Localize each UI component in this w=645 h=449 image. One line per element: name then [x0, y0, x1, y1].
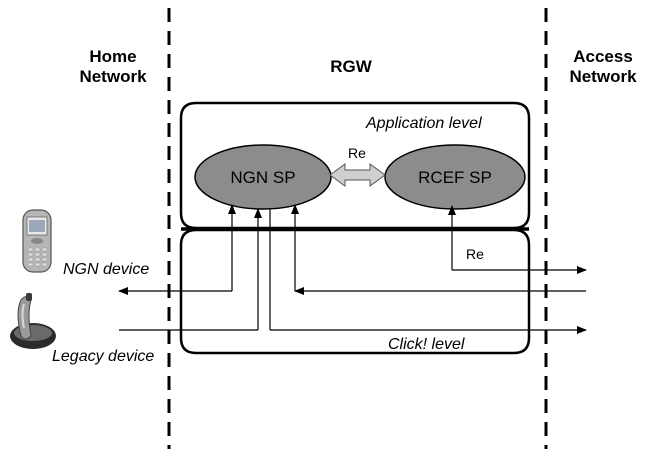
ngn-sp-label: NGN SP: [230, 168, 295, 187]
click-level-label: Click! level: [388, 336, 465, 353]
legacy-device-label: Legacy device: [52, 348, 154, 365]
home-network-title-line2: Network: [79, 67, 147, 86]
rgw-title: RGW: [330, 57, 373, 76]
access-network-title: Access: [573, 47, 633, 66]
cordless-phone-icon: [10, 293, 56, 349]
re-top-label: Re: [348, 145, 366, 161]
ngn-device-label: NGN device: [63, 261, 149, 278]
rcef-sp-label: RCEF SP: [418, 168, 492, 187]
ngn-sp-node: [194, 144, 332, 210]
application-level-label: Application level: [365, 115, 482, 132]
re-double-arrow: [329, 163, 386, 187]
re-bottom-label: Re: [466, 246, 484, 262]
mobile-phone-icon: [22, 209, 52, 273]
access-network-title-line2: Network: [569, 67, 637, 86]
home-network-title: Home: [89, 47, 136, 66]
